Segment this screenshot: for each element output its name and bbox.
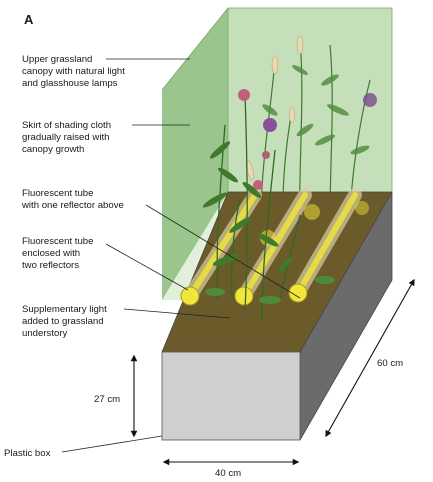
callout-fluorescent-one: Fluorescent tube with one reflector abov… [21, 188, 301, 299]
front-plant-leaves [202, 141, 335, 304]
svg-text:Fluorescent tube: Fluorescent tube [22, 236, 93, 247]
thistle-flower [263, 118, 277, 132]
dimension-height: 27 cm [94, 354, 138, 438]
tube-end-glow [288, 283, 308, 303]
back-plant-leaves [262, 65, 370, 155]
dimension-depth: 60 cm [325, 278, 415, 438]
back-glow-2 [304, 204, 320, 220]
svg-text:40 cm: 40 cm [215, 468, 241, 479]
panel-letter: A [24, 12, 34, 27]
svg-text:gradually raised with: gradually raised with [22, 132, 109, 143]
callouts: Upper grassland canopy with natural ligh… [4, 54, 301, 459]
dimensions: 27 cm 40 cm 60 cm [94, 278, 415, 479]
thistle-flower [363, 93, 377, 107]
tube-end-glow [234, 286, 254, 306]
svg-text:canopy with natural light: canopy with natural light [22, 66, 125, 77]
svg-text:canopy growth: canopy growth [22, 144, 84, 155]
bud-flower [262, 151, 270, 159]
svg-text:added to grassland: added to grassland [22, 316, 104, 327]
box-edge-front [299, 191, 393, 353]
svg-text:Supplementary light: Supplementary light [22, 304, 107, 315]
svg-text:understory: understory [22, 328, 68, 339]
tube-left [180, 188, 262, 306]
svg-text:Plastic box: Plastic box [4, 448, 51, 459]
back-glow-3 [355, 201, 369, 215]
dimension-width: 40 cm [162, 458, 300, 479]
callout-upper-canopy: Upper grassland canopy with natural ligh… [22, 54, 190, 89]
svg-text:Upper grassland: Upper grassland [22, 54, 92, 65]
callout-fluorescent-two: Fluorescent tube enclosed with two refle… [22, 236, 189, 291]
svg-text:Fluorescent tube: Fluorescent tube [22, 188, 93, 199]
callout-plastic-box: Plastic box [4, 435, 163, 459]
svg-text:and glasshouse lamps: and glasshouse lamps [22, 78, 118, 89]
callout-supplementary: Supplementary light added to grassland u… [22, 304, 231, 339]
svg-text:Skirt of shading cloth: Skirt of shading cloth [22, 120, 111, 131]
tube-end-glow [180, 286, 200, 306]
enclosure-edge [161, 7, 393, 192]
svg-text:two reflectors: two reflectors [22, 260, 79, 271]
svg-text:27 cm: 27 cm [94, 394, 120, 405]
callout-shading-cloth: Skirt of shading cloth gradually raised … [22, 120, 190, 155]
grass-seed-heads [245, 35, 304, 180]
svg-text:60 cm: 60 cm [377, 358, 403, 369]
clover-flower [253, 180, 263, 190]
box-front [161, 351, 301, 441]
clover-flower [238, 89, 250, 101]
svg-text:with one reflector above: with one reflector above [21, 200, 124, 211]
enclosure-front-panel [162, 8, 228, 300]
tube-right [288, 188, 362, 303]
svg-text:enclosed with: enclosed with [22, 248, 80, 259]
flowers [238, 89, 377, 190]
